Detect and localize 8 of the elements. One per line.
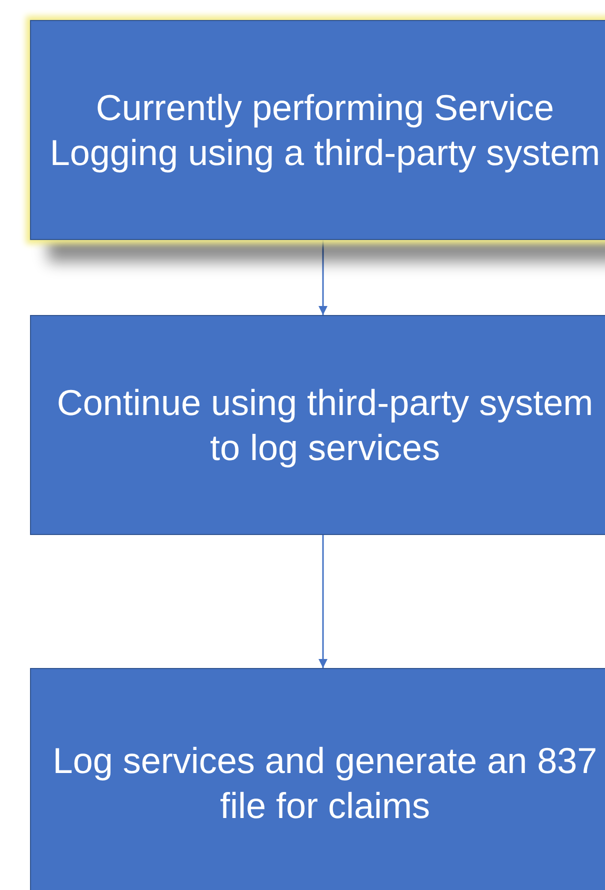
process-box bbox=[30, 315, 605, 535]
arrow bbox=[318, 240, 328, 315]
box-text: Currently performing Service Logging using a third-party system bbox=[48, 86, 602, 175]
arrow bbox=[318, 535, 328, 668]
process-box bbox=[30, 20, 605, 240]
box-text: Continue using third-party system to log services bbox=[56, 381, 594, 470]
process-box bbox=[30, 668, 605, 890]
box-text: Log services and generate an 837 file for claims bbox=[52, 739, 598, 828]
